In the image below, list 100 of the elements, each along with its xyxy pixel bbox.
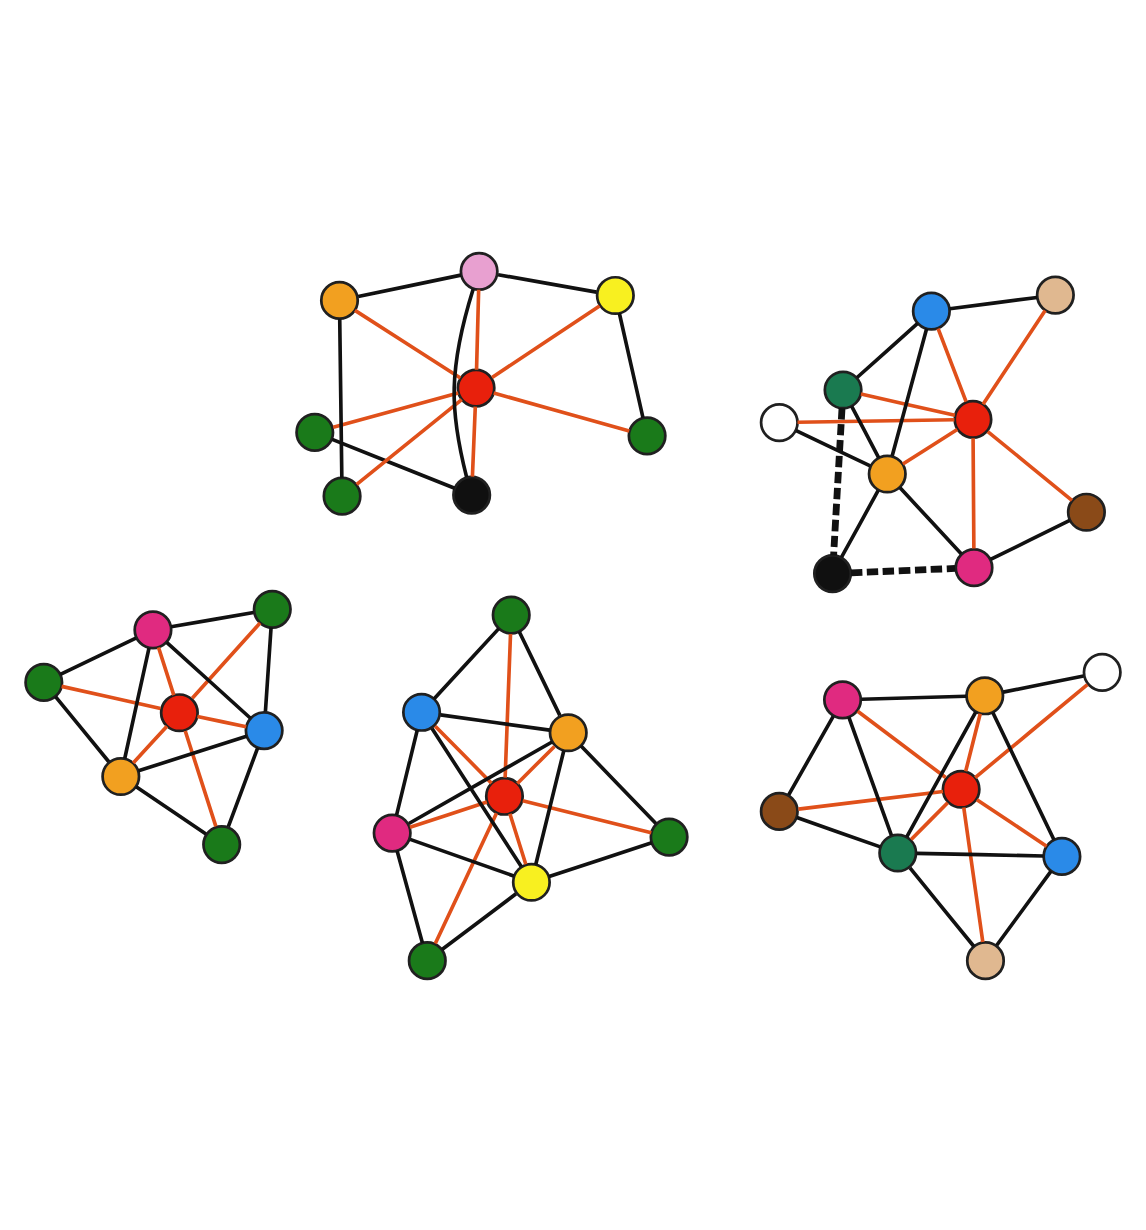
node-circle	[941, 768, 981, 808]
connector	[122, 646, 151, 758]
connector	[909, 800, 949, 840]
connector	[981, 308, 1047, 405]
connector	[991, 710, 1056, 840]
connector	[847, 715, 894, 836]
connector	[394, 728, 419, 815]
node-circle	[244, 710, 284, 750]
connector	[534, 749, 566, 864]
connector	[156, 645, 176, 695]
node-circle	[911, 290, 951, 330]
connector	[395, 849, 425, 943]
connector	[61, 683, 161, 710]
connector	[839, 488, 880, 558]
connector	[137, 733, 248, 772]
connector	[798, 788, 944, 810]
node-circle	[1066, 491, 1106, 531]
connector	[787, 714, 835, 795]
connector	[861, 693, 967, 701]
connector	[355, 397, 463, 485]
node-circle	[452, 474, 492, 514]
node-circle	[548, 712, 588, 752]
node-circle	[511, 861, 551, 901]
node-circle	[878, 832, 918, 872]
connector	[522, 798, 652, 834]
connector	[963, 712, 982, 771]
node-circle	[953, 398, 993, 438]
connector	[855, 321, 919, 378]
node-circle	[159, 692, 199, 732]
node-circle	[1082, 651, 1122, 691]
node-circle	[965, 940, 1006, 980]
node-circle	[1035, 274, 1075, 314]
connector	[170, 609, 254, 628]
node-circle	[823, 679, 863, 719]
connector	[517, 629, 562, 716]
connector	[440, 891, 518, 950]
node-circle	[295, 411, 335, 451]
connector	[493, 390, 630, 432]
connector	[59, 635, 137, 676]
connector	[898, 485, 963, 554]
connector	[452, 287, 475, 477]
connector	[183, 729, 218, 826]
connector	[470, 405, 478, 476]
node-circle	[965, 675, 1005, 715]
connector	[830, 407, 846, 555]
connector	[409, 836, 515, 877]
node-circle	[322, 475, 362, 515]
node-circle	[101, 755, 141, 796]
node-circle	[759, 790, 799, 830]
connector	[433, 723, 493, 784]
node-circle	[402, 691, 442, 731]
connector	[497, 271, 597, 293]
connector	[579, 743, 658, 824]
connector	[796, 814, 881, 848]
node-circle	[252, 588, 292, 628]
connector	[196, 713, 247, 728]
node-circle	[954, 547, 994, 587]
node-circle	[867, 453, 907, 493]
connector	[849, 404, 881, 458]
connector	[617, 311, 645, 418]
connector	[890, 327, 929, 456]
node-circle	[649, 816, 689, 856]
connector	[165, 640, 252, 719]
connector	[491, 303, 601, 378]
connector	[995, 869, 1053, 946]
node-circle	[456, 367, 496, 407]
node-circle	[407, 940, 447, 980]
node-circle	[133, 609, 173, 649]
connector	[989, 517, 1071, 561]
node-circle	[595, 274, 635, 315]
node-circle	[202, 823, 242, 864]
connector	[974, 682, 1089, 778]
connector	[474, 288, 481, 369]
node-circle	[823, 369, 863, 409]
connector	[901, 426, 959, 465]
connector	[430, 726, 523, 867]
node-circle	[319, 279, 360, 320]
node-circle	[491, 594, 531, 634]
node-circle	[1042, 835, 1082, 875]
connector	[357, 272, 462, 298]
connector	[936, 327, 968, 402]
connector	[433, 811, 499, 944]
connector	[548, 840, 653, 878]
connector	[797, 416, 955, 424]
connector	[971, 437, 976, 548]
node-circle	[484, 775, 525, 815]
connector	[986, 429, 1074, 501]
connector	[516, 744, 556, 784]
connector	[908, 865, 976, 947]
node-circle	[759, 401, 799, 442]
connector	[508, 812, 528, 864]
connector	[354, 307, 462, 379]
node-circle	[459, 250, 499, 290]
connector	[332, 390, 459, 429]
connector	[503, 632, 513, 777]
connector	[432, 626, 501, 700]
connector	[949, 294, 1038, 310]
node-circle	[372, 812, 412, 852]
connector	[226, 746, 260, 827]
connector	[54, 694, 111, 762]
